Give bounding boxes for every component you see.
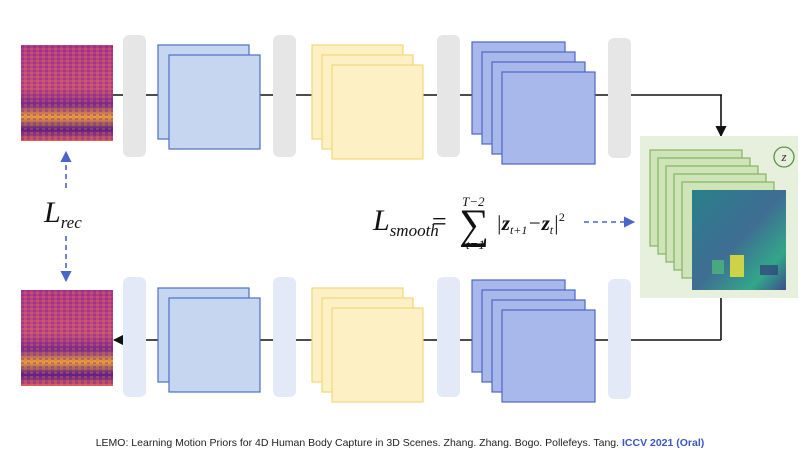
equals-sign: =: [432, 207, 447, 236]
latent-z-symbol: z: [780, 149, 786, 164]
input-motion-heatmap: [21, 45, 113, 141]
citation-line: LEMO: Learning Motion Priors for 4D Huma…: [0, 437, 800, 449]
encoder-gray-block-1: [123, 35, 146, 157]
smooth-loss-label: Lsmooth: [373, 204, 439, 240]
decoder-light-block-2: [273, 277, 296, 397]
encoder-deep-blue-layer: [471, 41, 596, 165]
decoder-yellow-layer: [311, 287, 424, 403]
latent-panel: z: [640, 136, 798, 298]
encoder-yellow-layer: [311, 44, 424, 160]
encoder-gray-block-2: [273, 35, 296, 157]
encoder-gray-block-3: [437, 35, 460, 157]
sum-symbol: ∑: [459, 202, 489, 248]
decoder-light-block-3: [437, 277, 460, 397]
citation-text: LEMO: Learning Motion Priors for 4D Huma…: [95, 437, 620, 449]
latent-z-badge: [773, 146, 795, 168]
sum-lower-limit: t=1: [466, 237, 485, 252]
encoder-blue-layer: [157, 44, 261, 150]
decoder-light-block-1: [123, 277, 146, 397]
decoder-light-block-4: [608, 279, 631, 399]
citation-venue: ICCV 2021 (Oral): [621, 437, 705, 449]
latent-heatmap: [692, 190, 786, 290]
reconstruction-loss-label: Lrec: [44, 196, 82, 232]
decoder-deep-blue-layer: [471, 279, 596, 403]
output-motion-heatmap: [21, 290, 113, 386]
smoothness-term: |zt+1−zt|2: [496, 210, 565, 237]
encoder-gray-block-4: [608, 38, 631, 158]
decoder-blue-layer: [157, 287, 261, 393]
sum-upper-limit: T−2: [462, 194, 485, 209]
